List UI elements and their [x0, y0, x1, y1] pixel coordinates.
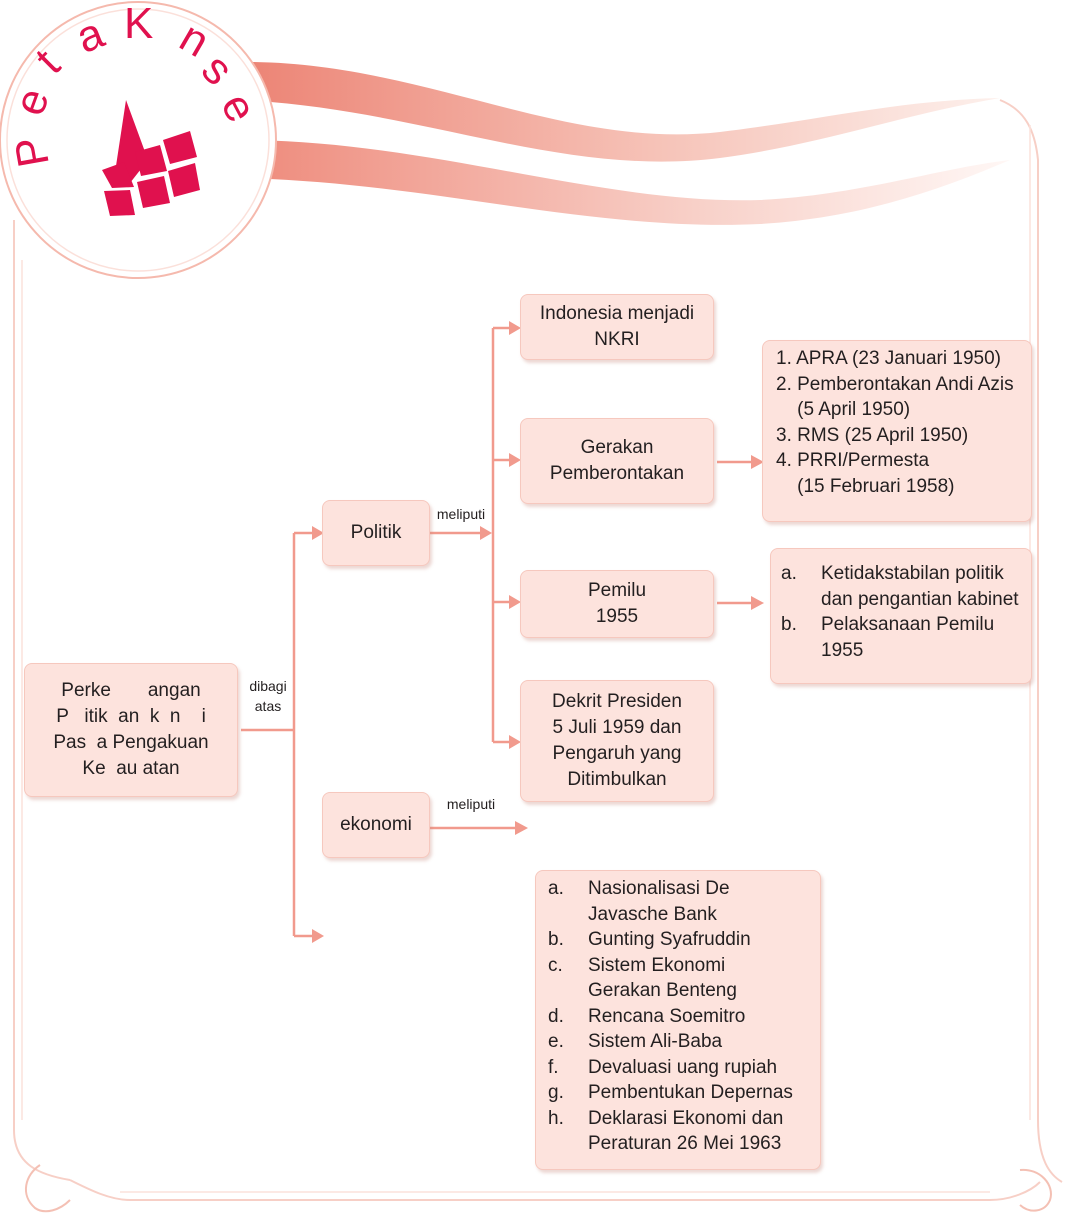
swoosh-top	[240, 61, 1000, 162]
root-box: Perke angan P itik an k n i Pas a Pengak…	[24, 663, 238, 797]
list-item: b. Pelaksanaan Pemilu 1955	[781, 614, 995, 661]
list-item: c. Sistem Ekonomi Gerakan Benteng	[548, 954, 737, 1002]
root-connector-label: dibagi atas	[249, 678, 287, 714]
politik-box: Politik	[322, 500, 430, 566]
rebellion-item: (15 Februari 1958)	[776, 475, 955, 497]
gerakan-box: Gerakan Pemberontakan	[520, 418, 714, 504]
list-item: h. Deklarasi Ekonomi dan Peraturan 26 Me…	[548, 1107, 784, 1155]
list-item: d. Rencana Soemitro	[548, 1005, 746, 1027]
ekonomi-connector-label: meliputi	[446, 796, 496, 812]
corner-br	[1019, 1168, 1052, 1212]
list-item: f. Devaluasi uang rupiah	[548, 1056, 778, 1078]
frame-bottom	[69, 1179, 1041, 1201]
pemilu-details-box: a. Ketidakstabilan politik dan pengantia…	[770, 548, 1032, 684]
rebellions-box: 1. APRA (23 Januari 1950) 2. Pemberontak…	[762, 340, 1032, 522]
frame-left	[13, 220, 71, 1181]
connectors	[241, 326, 752, 938]
list-item: a. Nasionalisasi De Javasche Bank	[548, 878, 730, 925]
title-char-k: K	[124, 0, 154, 48]
rebellion-item: 1. APRA (23 Januari 1950)	[776, 348, 1001, 369]
rebellion-item: 2. Pemberontakan Andi Azis	[776, 373, 1014, 395]
list-item: g. Pembentukan Depernas	[548, 1082, 793, 1103]
list-item: b. Gunting Syafruddin	[548, 929, 751, 950]
ekonomi-label: ekonomi	[340, 814, 412, 835]
economy-details-box: a. Nasionalisasi De Javasche Bank b. Gun…	[535, 870, 821, 1170]
dekrit-box: Dekrit Presiden 5 Juli 1959 dan Pengaruh…	[520, 680, 714, 802]
list-item: e. Sistem Ali-Baba	[548, 1031, 723, 1052]
nkri-box: Indonesia menjadi NKRI	[520, 294, 714, 360]
list-item: a. Ketidakstabilan politik dan pengantia…	[781, 563, 1019, 610]
rebellion-item: (5 April 1950)	[776, 399, 911, 420]
rebellion-item: 3. RMS (25 April 1950)	[776, 424, 969, 446]
logo-icon	[102, 100, 200, 216]
swoosh-bottom	[240, 140, 1010, 225]
arrowheads	[312, 321, 764, 943]
rebellion-item: 4. PRRI/Permesta	[776, 450, 930, 471]
politik-connector-label: meliputi	[436, 506, 486, 522]
pemilu-box: Pemilu 1955	[520, 570, 714, 638]
ekonomi-box: ekonomi	[322, 792, 430, 858]
politik-label: Politik	[350, 522, 402, 543]
corner-bl	[25, 1164, 71, 1213]
frame-right	[999, 99, 1063, 1183]
